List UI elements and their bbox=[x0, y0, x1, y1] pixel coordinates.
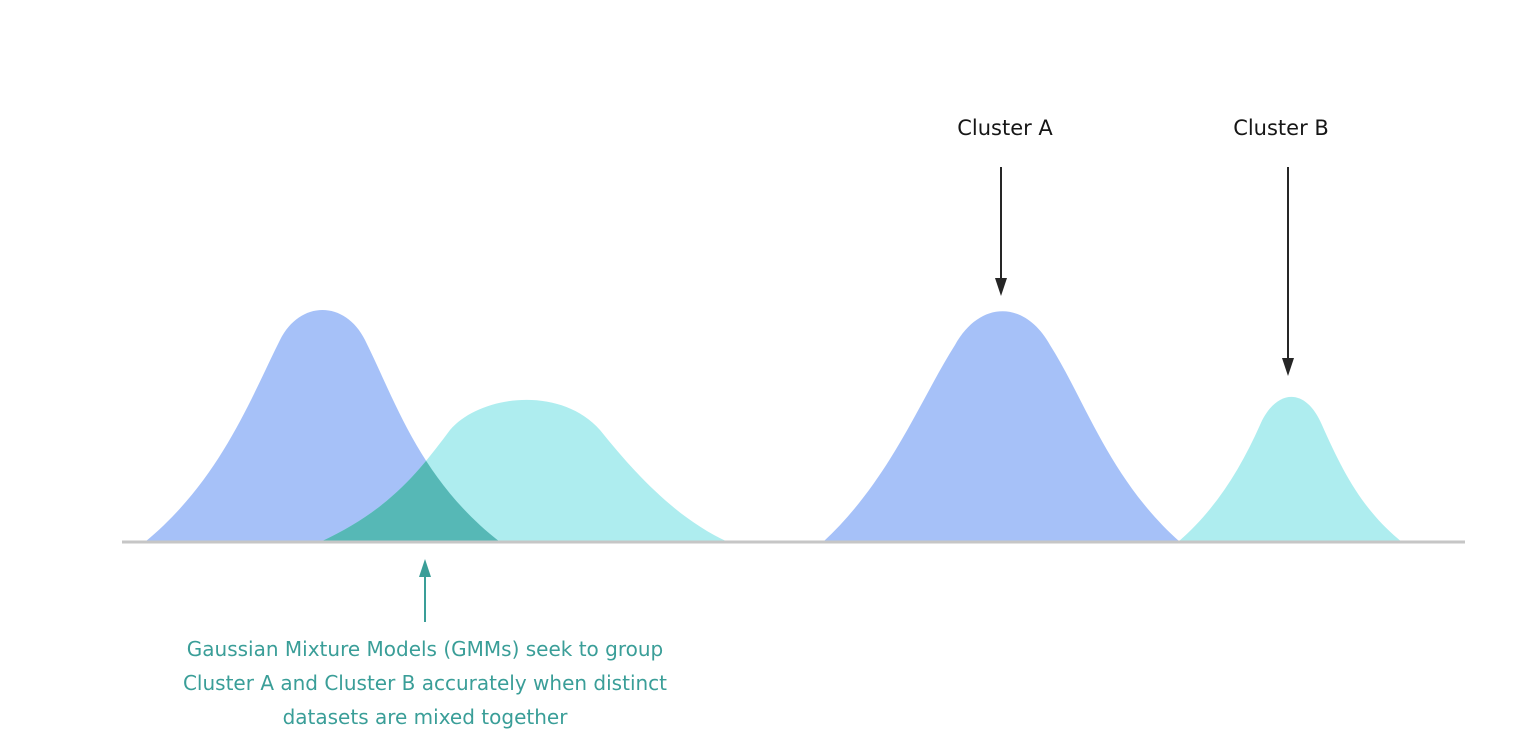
caption-line-1: Gaussian Mixture Models (GMMs) seek to g… bbox=[186, 637, 664, 661]
cluster-b-label: Cluster B bbox=[1233, 116, 1329, 140]
overlap-region bbox=[320, 400, 500, 542]
cluster-a-arrow-head-icon bbox=[995, 278, 1007, 296]
cluster-a-label: Cluster A bbox=[957, 116, 1053, 140]
cluster-a-curve bbox=[823, 311, 1180, 542]
overlap-arrow-head-icon bbox=[419, 559, 431, 577]
cluster-b-curve bbox=[1178, 396, 1402, 542]
cluster-b-arrow-head-icon bbox=[1282, 358, 1294, 376]
caption-line-3: datasets are mixed together bbox=[282, 705, 568, 729]
caption-line-2: Cluster A and Cluster B accurately when … bbox=[182, 671, 668, 695]
gmm-caption: Gaussian Mixture Models (GMMs) seek to g… bbox=[115, 632, 735, 734]
